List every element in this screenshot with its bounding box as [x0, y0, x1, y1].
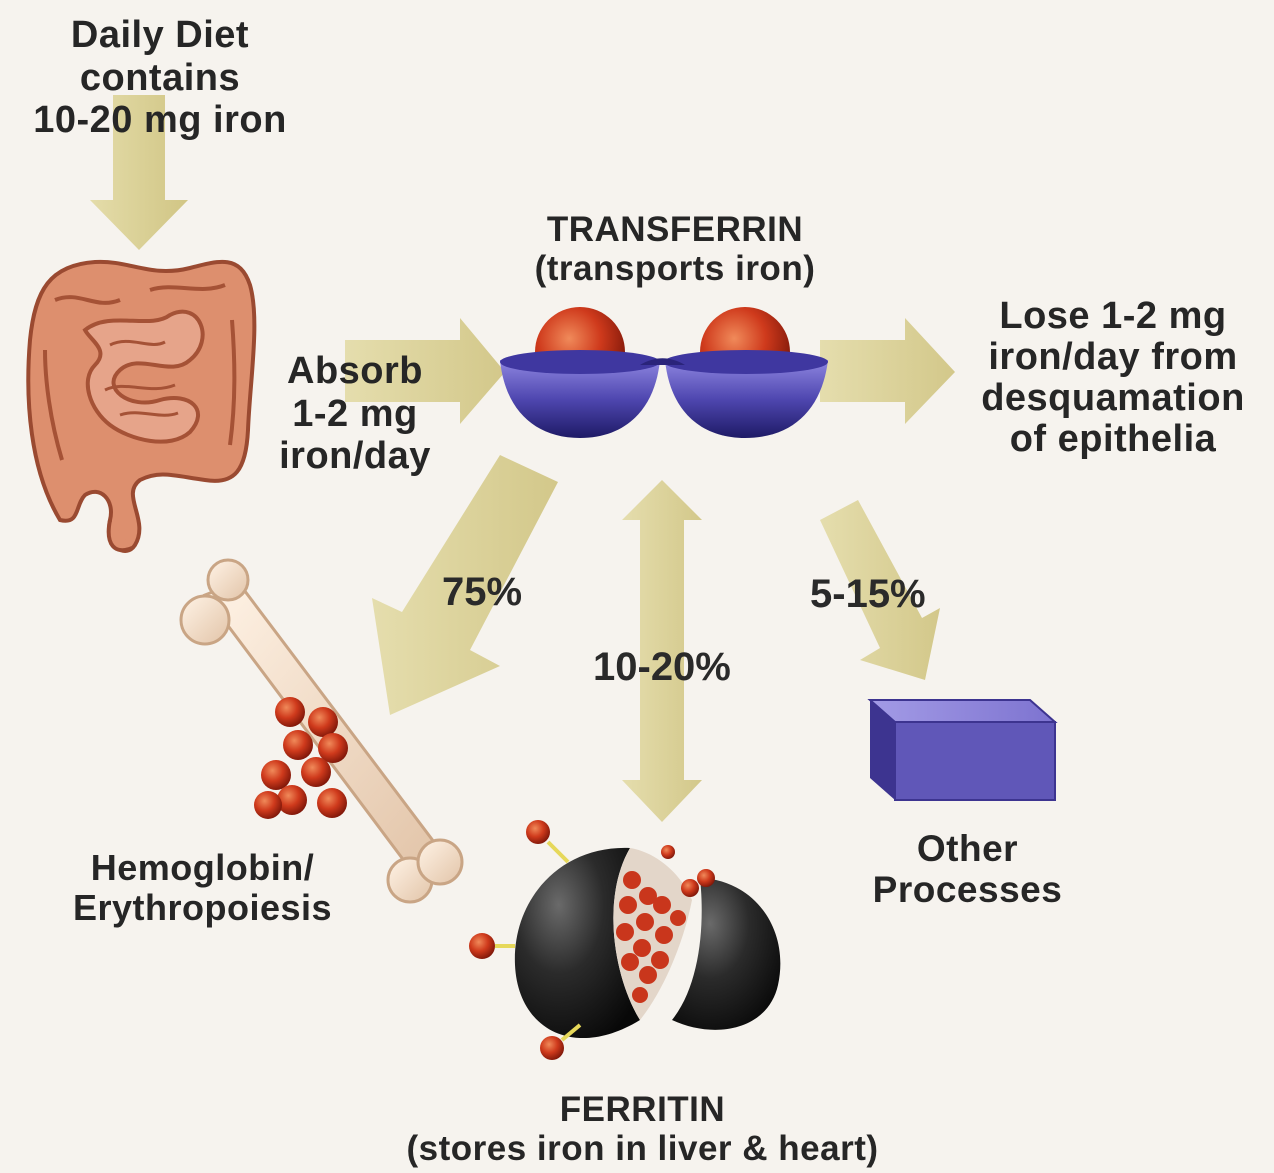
- iron-loss-line-3: desquamation: [955, 378, 1271, 419]
- ferritin-subtitle: (stores iron in liver & heart): [355, 1129, 930, 1168]
- absorb-line-2: 1-2 mg: [250, 393, 460, 436]
- loss-arrow: [820, 318, 955, 424]
- transferrin-molecule: [500, 307, 828, 438]
- daily-diet-line-1: Daily Diet: [0, 14, 320, 57]
- absorb-label: Absorb 1-2 mg iron/day: [250, 350, 460, 478]
- daily-diet-line-3: 10-20 mg iron: [0, 99, 320, 142]
- iron-loss-line-2: iron/day from: [955, 337, 1271, 378]
- daily-diet-label: Daily Diet contains 10-20 mg iron: [0, 14, 320, 142]
- daily-diet-line-2: contains: [0, 57, 320, 100]
- other-processes-box: [870, 700, 1055, 800]
- transferrin-title: TRANSFERRIN: [475, 210, 875, 249]
- ferritin-label: FERRITIN (stores iron in liver & heart): [355, 1090, 930, 1168]
- hemoglobin-line-2: Erythropoiesis: [30, 888, 375, 928]
- hemoglobin-percentage: 75%: [442, 570, 522, 615]
- other-processes-percentage: 5-15%: [810, 572, 926, 617]
- iron-loss-label: Lose 1-2 mg iron/day from desquamation o…: [955, 296, 1271, 460]
- other-processes-line-2: Processes: [845, 869, 1090, 910]
- transferrin-label: TRANSFERRIN (transports iron): [475, 210, 875, 288]
- ferritin-title: FERRITIN: [355, 1090, 930, 1129]
- ferritin-percentage: 10-20%: [593, 645, 731, 690]
- absorb-line-1: Absorb: [250, 350, 460, 393]
- intestine-illustration: [28, 262, 254, 551]
- other-processes-label: Other Processes: [845, 828, 1090, 911]
- ferritin-molecule: [469, 820, 780, 1060]
- other-processes-line-1: Other: [845, 828, 1090, 869]
- iron-loss-line-4: of epithelia: [955, 419, 1271, 460]
- iron-loss-line-1: Lose 1-2 mg: [955, 296, 1271, 337]
- hemoglobin-line-1: Hemoglobin/: [30, 848, 375, 888]
- absorb-line-3: iron/day: [250, 435, 460, 478]
- transferrin-subtitle: (transports iron): [475, 249, 875, 288]
- hemoglobin-label: Hemoglobin/ Erythropoiesis: [30, 848, 375, 929]
